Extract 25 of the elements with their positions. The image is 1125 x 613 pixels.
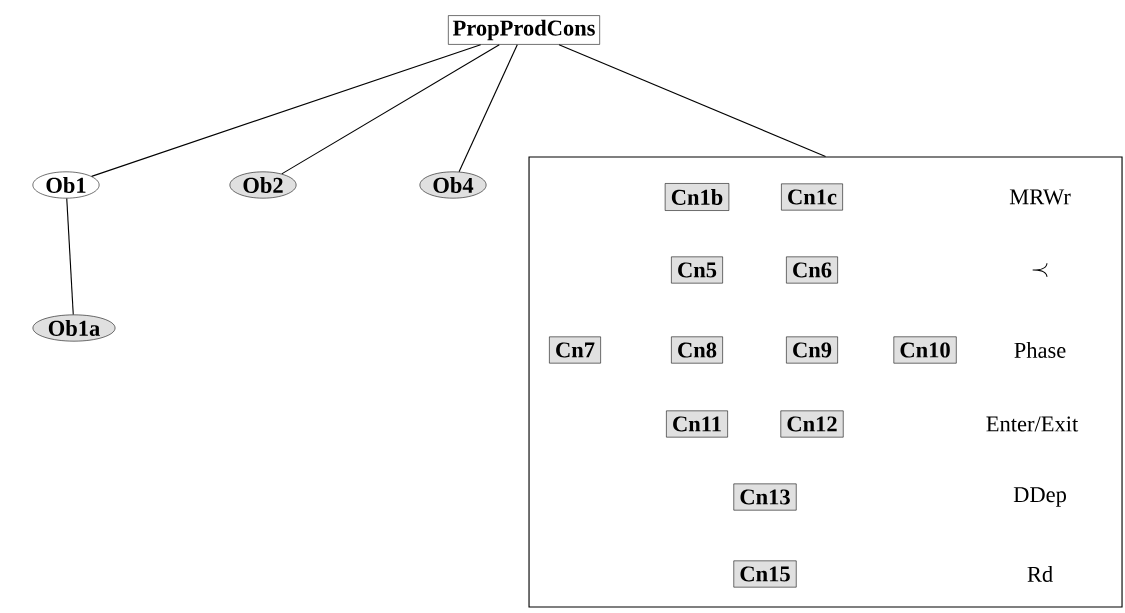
connector-line xyxy=(66,197,74,316)
constraint-box: Cn11 xyxy=(666,410,728,438)
constraint-box: Cn6 xyxy=(786,256,838,284)
relation-label: Phase xyxy=(1014,342,1066,358)
constraint-box: Cn7 xyxy=(549,336,601,364)
connector-line xyxy=(281,44,500,175)
relation-label: $\prec$ xyxy=(1032,263,1048,278)
constraint-box: Cn13 xyxy=(733,483,797,511)
constraint-box: Cn10 xyxy=(893,336,957,364)
relation-label: Enter/Exit xyxy=(986,416,1079,432)
connector-line xyxy=(458,44,518,173)
relation-label: DDep xyxy=(1013,487,1066,507)
constraint-box: Cn1b xyxy=(664,183,730,211)
name-box: PropProdCons xyxy=(448,15,600,45)
relation-label: Rd xyxy=(1027,566,1053,582)
constraint-box: Cn9 xyxy=(786,336,838,364)
container-box xyxy=(528,156,1123,608)
constraint-box: Cn8 xyxy=(671,336,723,364)
connector-line xyxy=(91,44,482,177)
constraint-box: Cn12 xyxy=(780,410,844,438)
constraint-box: Cn15 xyxy=(733,560,797,588)
relation-label: MRWr xyxy=(1009,189,1071,205)
constraint-box: Cn5 xyxy=(671,256,723,284)
connector-line xyxy=(558,44,827,157)
constraint-box: Cn1c xyxy=(781,183,843,211)
